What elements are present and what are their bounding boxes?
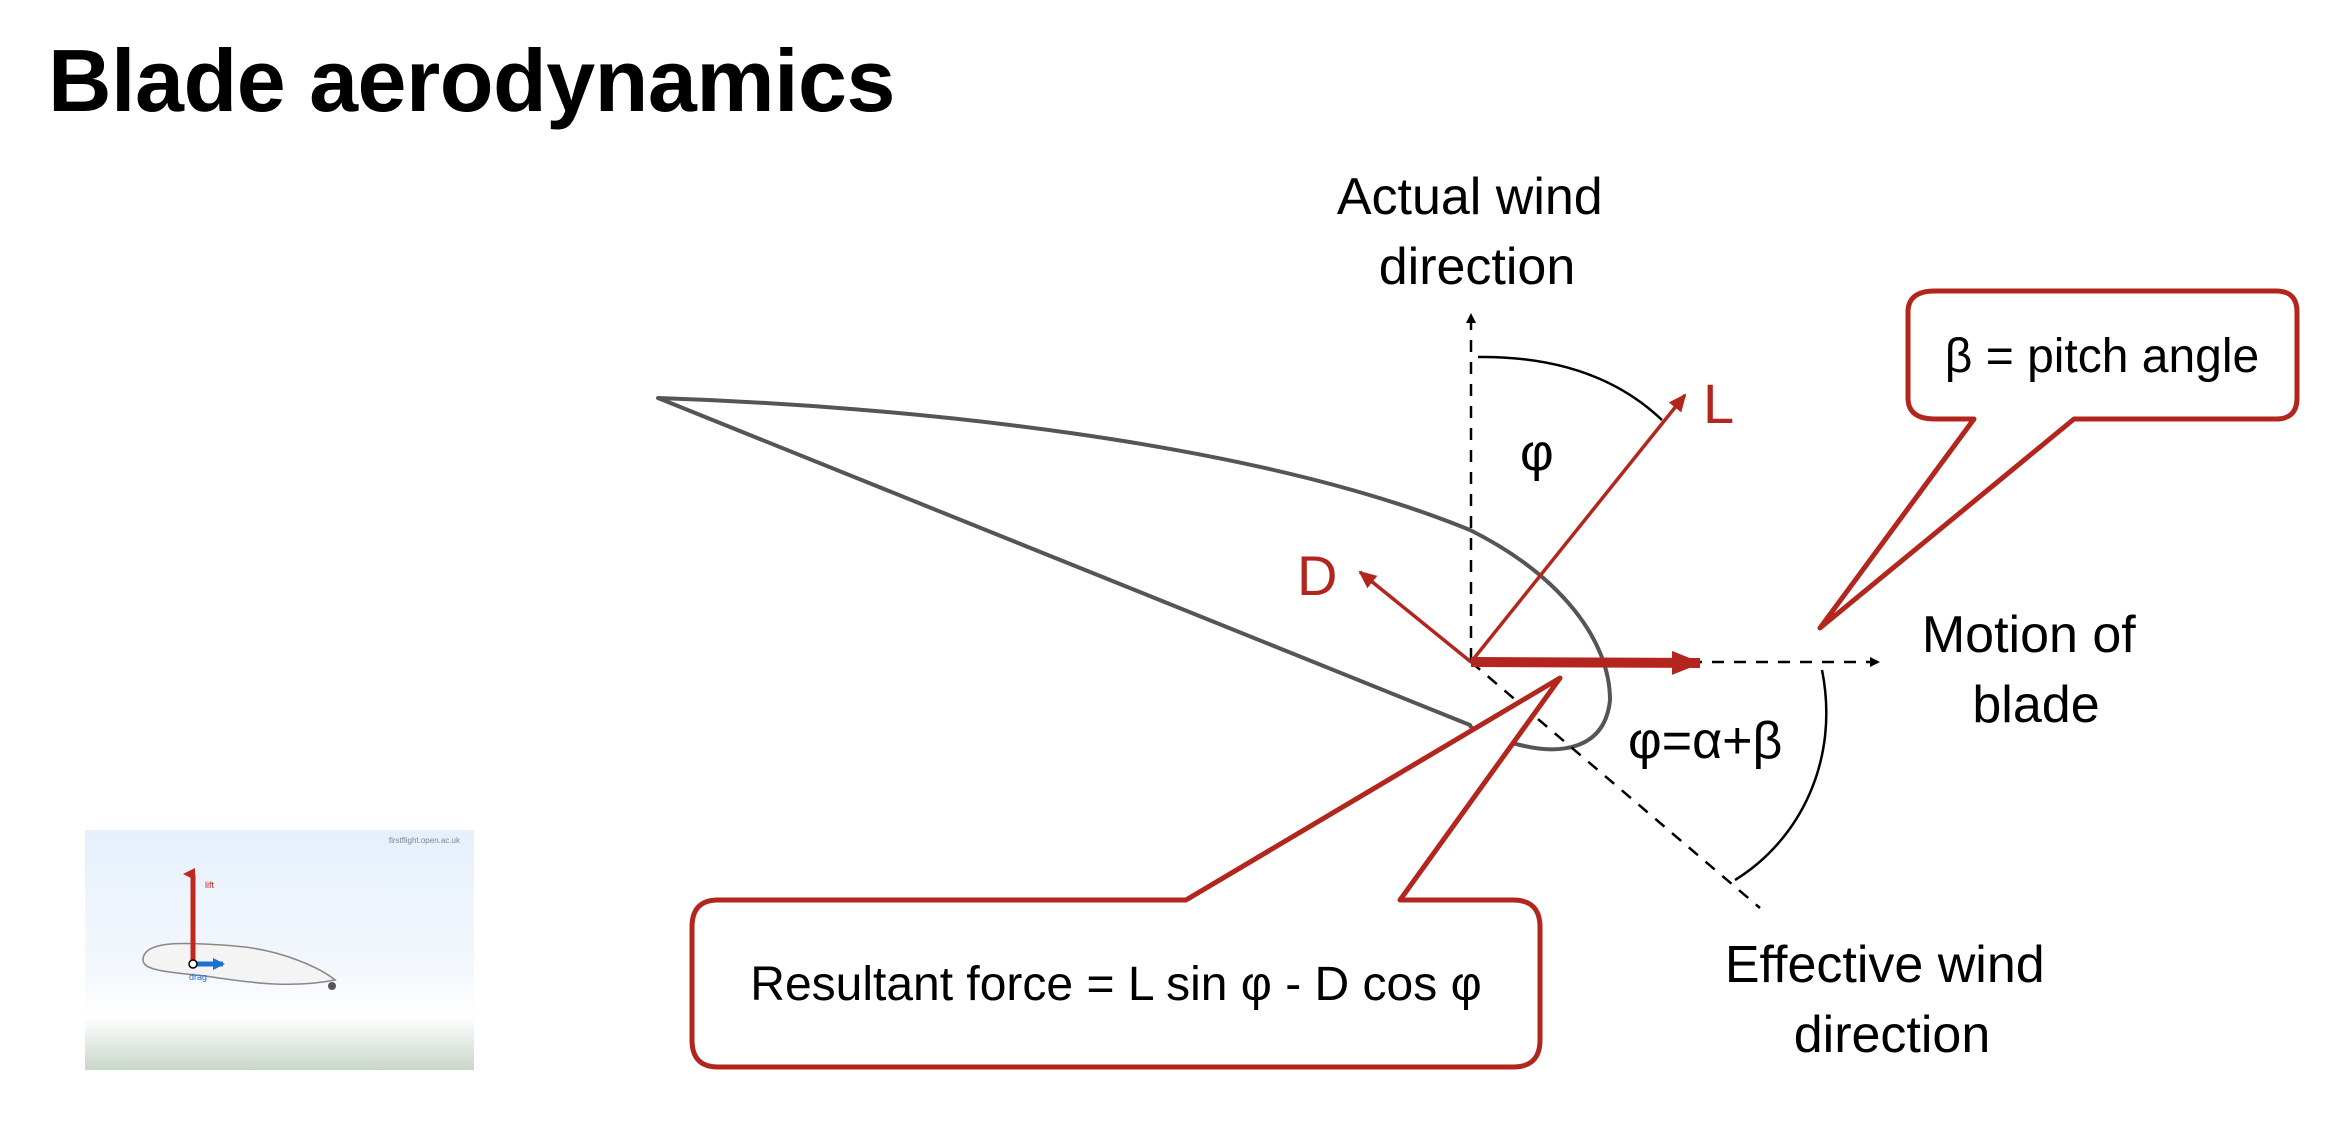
actual-wind-label: Actual wind direction: [1337, 168, 1617, 296]
effective-wind-axis: [1470, 661, 1761, 909]
thumbnail-drag-label: drag: [189, 972, 207, 982]
lift-arrow: [1469, 393, 1687, 664]
resultant-arrow: [1470, 650, 1702, 675]
phi-label: φ: [1520, 424, 1554, 482]
page-title: Blade aerodynamics: [48, 31, 895, 130]
thumbnail-credit: firstflight.open.ac.uk: [388, 836, 460, 845]
phi-equation-label: φ=α+β: [1628, 712, 1782, 770]
pitch-callout: [1817, 288, 2300, 631]
pitch-callout-text: β = pitch angle: [1945, 330, 2259, 383]
phi-arc: [1477, 355, 1663, 421]
lift-label: L: [1703, 372, 1734, 435]
thumbnail-figure: lift drag: [142, 868, 337, 990]
drag-arrow: [1358, 570, 1473, 664]
thumbnail-airfoil: [142, 942, 337, 986]
drag-label: D: [1297, 544, 1337, 607]
resultant-callout: [689, 675, 1563, 1070]
effective-wind-label: Effective wind direction: [1725, 936, 2059, 1064]
motion-label: Motion of blade: [1922, 606, 2150, 734]
thumbnail-lift-label: lift: [205, 880, 214, 890]
lift-drag-thumbnail: firstflight.open.ac.uk lift drag: [85, 830, 474, 1070]
blade-airfoil: [656, 396, 1612, 752]
phi-eq-arc: [1734, 669, 1828, 882]
resultant-callout-text: Resultant force = L sin φ - D cos φ: [750, 958, 1481, 1011]
